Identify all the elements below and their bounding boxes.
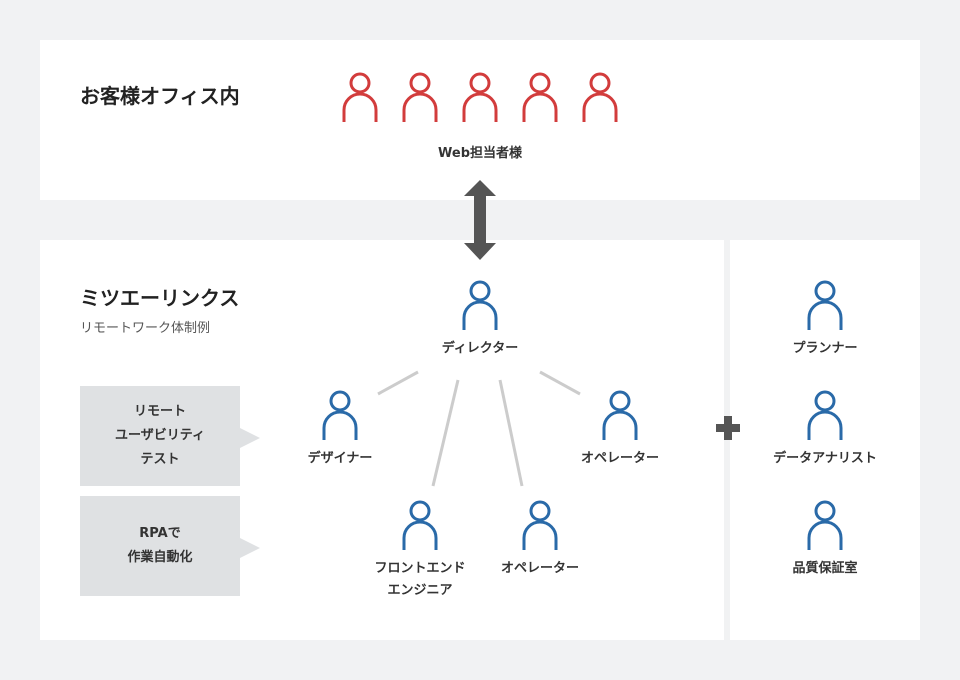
person-icon bbox=[805, 500, 845, 552]
person-icon bbox=[320, 390, 360, 442]
person-icon bbox=[400, 72, 440, 124]
additional-roles-panel bbox=[730, 240, 920, 640]
person-icon bbox=[520, 500, 560, 552]
person-icon bbox=[805, 390, 845, 442]
director-label: ディレクター bbox=[441, 341, 519, 356]
designer-label: デザイナー bbox=[307, 451, 373, 466]
operator-label: オペレーター bbox=[500, 561, 579, 576]
person-icon bbox=[400, 500, 440, 552]
client-office-panel bbox=[40, 40, 920, 200]
person-icon bbox=[580, 72, 620, 124]
label-line: エンジニア bbox=[387, 583, 453, 598]
person-icon bbox=[805, 280, 845, 332]
note-line: リモート bbox=[133, 404, 186, 419]
rpa-note: RPAで 作業自動化 bbox=[80, 496, 260, 596]
person-icon bbox=[460, 72, 500, 124]
note-line: ユーザビリティ bbox=[115, 428, 205, 443]
person-icon bbox=[520, 72, 560, 124]
client-office-title: お客様オフィス内 bbox=[80, 84, 240, 108]
operator-label: オペレーター bbox=[580, 451, 659, 466]
web-staff-label: Web担当者様 bbox=[438, 146, 522, 161]
person-icon bbox=[340, 72, 380, 124]
company-subtitle: リモートワーク体制例 bbox=[80, 321, 211, 336]
qa-office-label: 品質保証室 bbox=[792, 561, 858, 576]
data-analyst-label: データアナリスト bbox=[773, 451, 877, 466]
note-line: RPAで bbox=[139, 526, 181, 541]
note-line: テスト bbox=[140, 452, 180, 467]
frontend-engineer-label: フロントエンド エンジニア bbox=[350, 558, 490, 602]
person-icon bbox=[600, 390, 640, 442]
company-title: ミツエーリンクス bbox=[80, 286, 240, 310]
label-line: フロントエンド bbox=[374, 561, 466, 576]
person-icon bbox=[460, 280, 500, 332]
note-line: 作業自動化 bbox=[127, 550, 193, 565]
usability-test-note: リモート ユーザビリティ テスト bbox=[80, 386, 260, 486]
planner-label: プランナー bbox=[792, 341, 858, 356]
